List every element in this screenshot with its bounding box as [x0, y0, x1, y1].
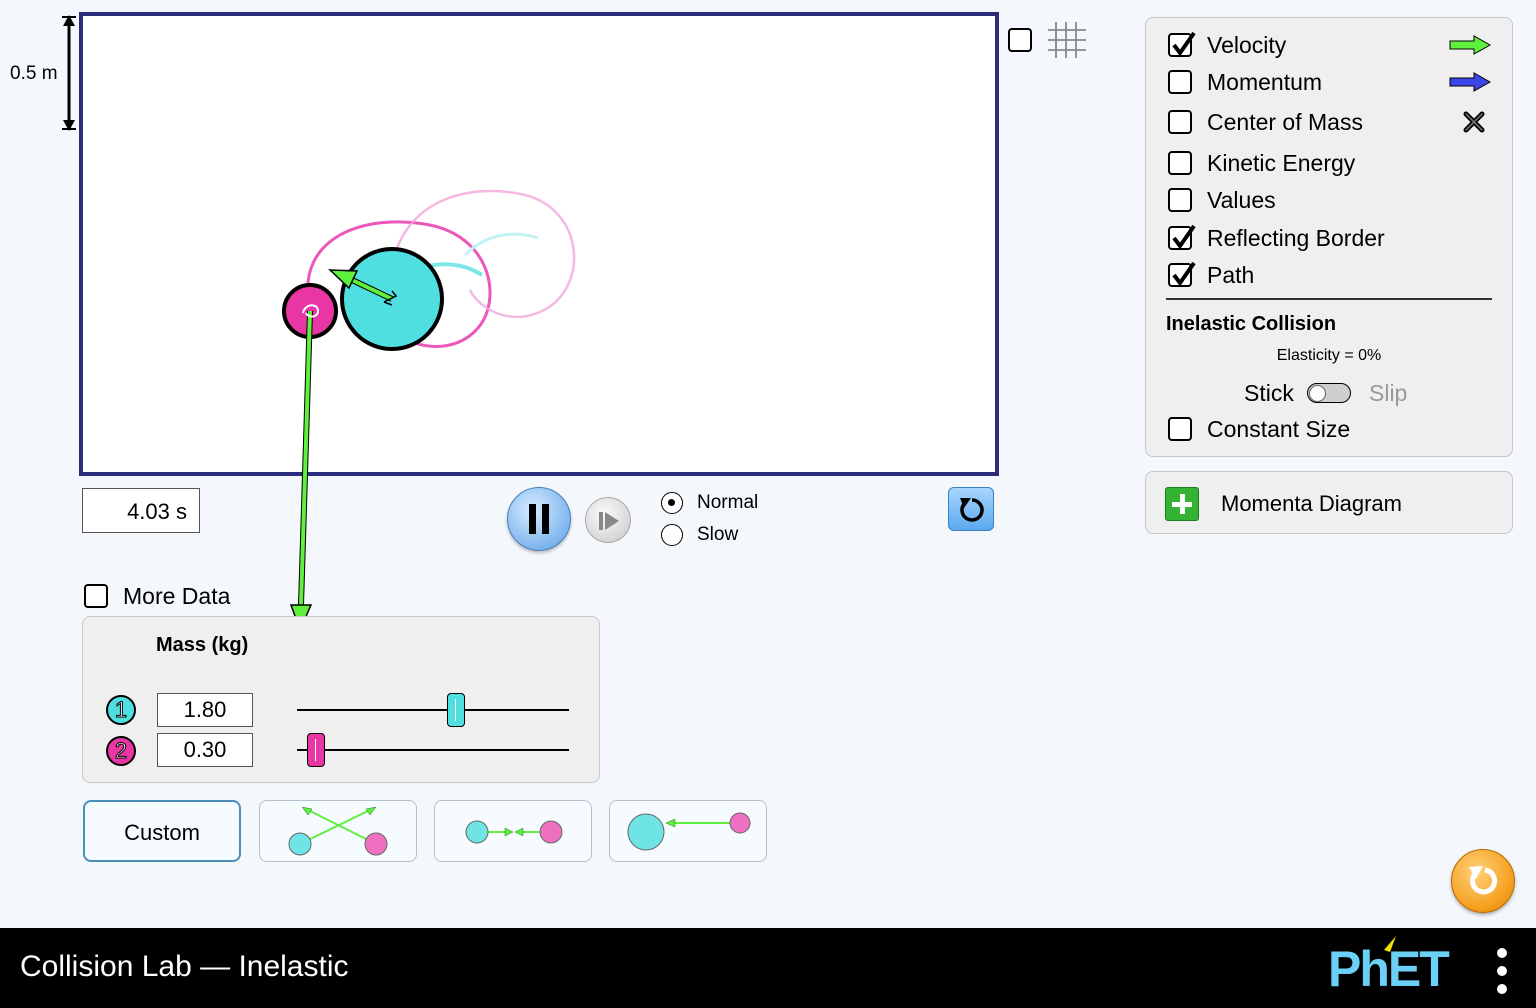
ball1-path-faded [463, 232, 539, 257]
custom-preset-button[interactable]: Custom [83, 800, 241, 862]
momenta-diagram-label: Momenta Diagram [1221, 491, 1402, 516]
more-data-checkbox[interactable] [84, 584, 108, 608]
pause-icon [529, 504, 536, 534]
speed-normal-label: Normal [697, 492, 759, 513]
momentum-checkbox[interactable] [1168, 70, 1192, 94]
ball-1-mass-slider-thumb[interactable] [447, 693, 465, 727]
checkmark-icon [1172, 261, 1196, 287]
big-small-preset-icon [627, 812, 751, 851]
ball-2-mass-slider-thumb[interactable] [307, 733, 325, 767]
ball1-rotation-icon [383, 290, 398, 306]
constant-size-checkbox[interactable] [1168, 417, 1192, 441]
crossing-preset-button[interactable] [259, 800, 417, 862]
kebab-menu-icon[interactable] [1497, 948, 1507, 996]
blue-arrow-icon [1449, 72, 1492, 92]
momenta-diagram-panel[interactable]: Momenta Diagram [1145, 471, 1513, 534]
expand-plus-icon[interactable] [1165, 487, 1199, 521]
scale-label: 0.5 m [10, 63, 58, 84]
checkmark-icon [1172, 224, 1196, 250]
app-title: Collision Lab — Inelastic [20, 950, 349, 983]
ball-2-badge: 2 [106, 736, 136, 766]
navigation-bar: Collision Lab — Inelastic PhET [0, 928, 1536, 1008]
x-mark-icon [1463, 111, 1485, 133]
head-on-preset-button[interactable] [434, 800, 592, 862]
more-data-label: More Data [123, 583, 231, 609]
reset-all-button[interactable] [1451, 849, 1515, 913]
center-of-mass-label: Center of Mass [1207, 109, 1363, 135]
time-display: 4.03 s [82, 488, 200, 533]
kinetic-energy-checkbox[interactable] [1168, 151, 1192, 175]
options-divider [1166, 298, 1492, 300]
velocity-checkbox[interactable] [1168, 31, 1196, 57]
inelastic-collision-title: Inelastic Collision [1166, 313, 1337, 335]
path-checkbox[interactable] [1168, 261, 1196, 287]
path-label: Path [1207, 262, 1255, 288]
simulation-canvas [282, 189, 576, 633]
pause-button[interactable] [507, 487, 571, 551]
grid-checkbox[interactable] [1008, 28, 1032, 52]
ball2-velocity-arrow [289, 310, 313, 633]
reflecting-border-label: Reflecting Border [1207, 225, 1385, 251]
grid-icon [1048, 22, 1086, 58]
phet-logo-spark-icon [1384, 936, 1396, 952]
green-arrow-icon [1449, 35, 1492, 55]
momentum-label: Momentum [1207, 69, 1323, 95]
mass-panel-title: Mass (kg) [156, 634, 249, 656]
play-area[interactable] [79, 12, 999, 476]
step-forward-button[interactable] [585, 497, 631, 543]
values-checkbox[interactable] [1168, 188, 1192, 212]
ball-2-mass-input[interactable]: 0.30 [157, 733, 253, 767]
velocity-label: Velocity [1207, 32, 1287, 58]
constant-size-label: Constant Size [1207, 416, 1351, 442]
checkmark-icon [1172, 31, 1196, 57]
speed-slow-label: Slow [697, 524, 739, 545]
ball-1-badge: 1 [106, 695, 136, 725]
elasticity-readout: Elasticity = 0% [1276, 347, 1382, 364]
ball-1-mass-track [297, 709, 569, 711]
stick-slip-toggle[interactable] [1307, 383, 1351, 403]
big-small-preset-button[interactable] [609, 800, 767, 862]
reset-all-icon [1469, 866, 1498, 895]
crossing-preset-icon [288, 806, 388, 856]
ball-1-mass-input[interactable]: 1.80 [157, 693, 253, 727]
head-on-preset-icon [465, 820, 563, 844]
toggle-knob [1309, 385, 1326, 402]
reflecting-border-checkbox[interactable] [1168, 224, 1196, 250]
custom-preset-label: Custom [124, 820, 200, 845]
ball2-rotation-icon [302, 304, 320, 318]
stick-label: Stick [1244, 380, 1294, 406]
ball-2-mass-track [297, 749, 569, 751]
values-label: Values [1207, 187, 1276, 213]
ball2-path-faded [393, 189, 576, 319]
ball1-velocity-arrow [328, 269, 394, 302]
step-forward-icon [599, 512, 619, 530]
scale-bar-icon [62, 15, 76, 131]
kinetic-energy-label: Kinetic Energy [1207, 150, 1356, 176]
restart-button[interactable] [948, 487, 994, 531]
slip-label: Slip [1369, 380, 1408, 406]
center-of-mass-checkbox[interactable] [1168, 110, 1192, 134]
restart-icon [960, 498, 984, 522]
